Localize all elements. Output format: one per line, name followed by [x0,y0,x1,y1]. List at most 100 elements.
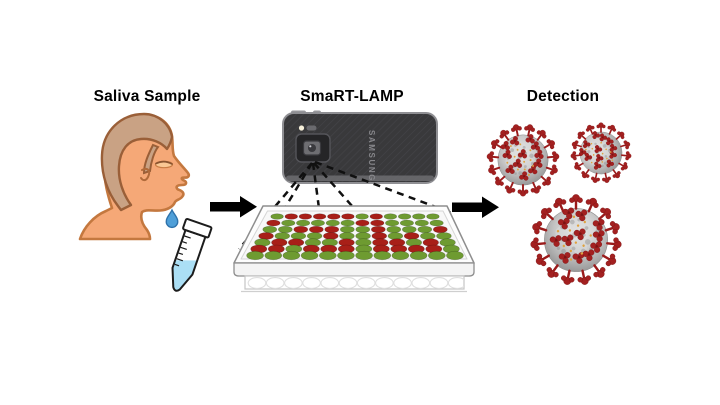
well-positive [370,219,385,227]
stage-label-saliva-sample: Saliva Sample [93,88,201,105]
well-negative [246,250,264,261]
well-negative [310,219,325,227]
well-positive [341,213,355,220]
well-negative [420,232,436,240]
stage-label-smart-lamp: SmaRT-LAMP [300,88,404,105]
tube-outline [171,228,207,292]
well-negative [412,213,426,220]
well-negative [262,225,278,234]
phone-bottom-bezel [286,175,434,181]
well-negative [325,219,340,227]
well-negative [300,250,319,261]
sensor-pill-icon [306,125,317,131]
well-negative [429,219,444,227]
well-positive [403,232,420,240]
well-negative [417,225,433,234]
well-positive [308,225,324,234]
well-negative [401,225,417,234]
camera-lens-glint [309,145,312,148]
well-bottom-outline [247,277,267,289]
camera-lens-glass [308,144,316,152]
well-negative [340,219,355,227]
well-negative [446,250,464,261]
person-illustration [78,112,191,241]
well-negative [339,225,355,234]
well-negative [355,250,373,261]
well-negative [409,250,428,261]
well-negative [426,213,440,220]
phone-back [282,112,438,184]
well-negative [282,250,301,261]
sample-tube-icon [171,218,213,292]
well-negative [398,213,412,220]
well-negative [399,219,414,227]
tube-graduations [174,235,191,267]
tube-cap [182,218,213,239]
well-negative [385,219,400,227]
well-bottom-outline [375,277,394,289]
plate-well-bottoms [247,277,464,289]
person-sideburn [142,143,160,175]
well-bottom-outline [393,277,412,289]
well-positive [355,219,370,227]
virus-icon [560,112,642,194]
well-negative [270,213,284,220]
well-positive [298,213,313,220]
well-negative [355,213,369,220]
well-positive [432,225,448,234]
samsung-logo-text: SAMSUNG [367,130,376,182]
virus-icon [479,116,567,204]
well-negative [306,232,323,240]
well-negative [318,250,337,261]
well-positive [313,213,327,220]
well-bottom-outline [284,277,303,289]
well-negative [383,213,398,220]
ear-icon [140,167,151,182]
well-negative [264,250,283,261]
well-positive [293,225,309,234]
well-negative [355,225,371,234]
well-bottom-outline [447,277,464,289]
well-bottom-outline [411,277,431,289]
microplate-wells [246,213,464,261]
well-negative [414,219,429,227]
well-positive [258,232,274,240]
flash-icon [298,125,305,131]
well-bottom-outline [265,277,285,289]
person-eyelid-line [155,160,173,165]
stage-label-detection: Detection [526,88,600,105]
microplate-illustration [233,205,475,293]
well-positive [324,225,340,234]
well-negative [391,250,410,261]
well-negative [436,232,452,240]
well-negative [427,250,446,261]
well-positive [266,219,281,227]
well-positive [370,225,386,234]
well-bottom-outline [302,277,321,289]
well-bottom-outline [338,277,358,289]
well-negative [373,250,392,261]
well-negative [274,232,290,240]
well-positive [327,213,341,220]
well-negative [337,250,355,261]
virus-icon [510,174,642,306]
tube-liquid [172,260,198,291]
saliva-drop-icon [165,208,179,228]
arrow-right-icon [210,196,257,218]
well-bottom-outline [429,277,449,289]
well-negative [277,225,293,234]
person-hair [100,112,174,212]
well-bottom-outline [320,277,340,289]
arrow-right-icon [452,196,499,218]
well-negative [386,225,402,234]
smartphone-illustration: SAMSUNG [282,110,438,184]
well-positive [284,213,298,220]
well-negative [387,232,404,240]
well-positive [369,213,383,220]
well-negative [296,219,311,227]
plate-front-face [233,262,475,277]
well-bottom-outline [356,277,376,289]
well-negative [290,232,307,240]
